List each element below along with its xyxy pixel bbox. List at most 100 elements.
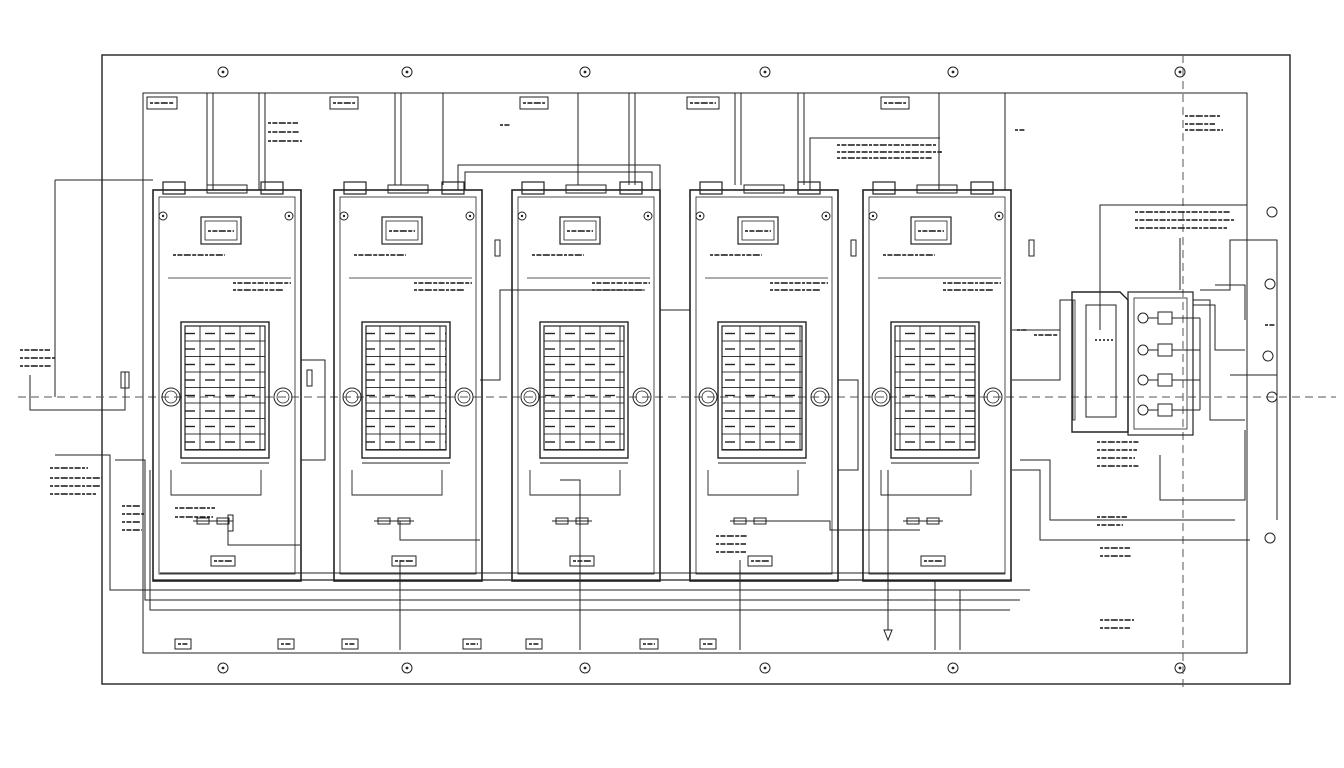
- panel-bottom-label: [391, 555, 417, 567]
- axis-ring-inner: [986, 390, 1000, 404]
- panel-lower-frame: [880, 470, 972, 496]
- panel-lower-frame: [351, 470, 443, 496]
- panel-nameplate-inner: [204, 220, 238, 241]
- grid-ring-dot: [405, 70, 409, 74]
- grid-ring-dot: [763, 666, 767, 670]
- axis-ring-inner: [457, 390, 471, 404]
- grid-ring-dot: [1178, 70, 1182, 74]
- panel-nameplate-inner: [741, 220, 775, 241]
- edge-reference-ring: [1264, 532, 1276, 544]
- panel-bottom-label: [569, 555, 595, 567]
- grid-ring-dot: [221, 666, 225, 670]
- panel-inner-border: [517, 196, 655, 575]
- panel-1: [152, 181, 302, 582]
- panel-bottom-label: [747, 555, 773, 567]
- relay-coil-icon: [1137, 374, 1149, 386]
- relay-panel-inner: [1133, 297, 1188, 430]
- breaker-block-frame: [717, 321, 807, 459]
- panel-enclosure: [152, 189, 302, 582]
- incoming-line: [29, 372, 126, 411]
- axis-ring-inner: [276, 390, 290, 404]
- panel-top-bus: [916, 184, 958, 194]
- component-mark: [494, 239, 501, 257]
- grid-ring-top: [947, 66, 959, 78]
- panel-lower-frame: [529, 470, 621, 496]
- panel-nameplate: [737, 216, 779, 245]
- interpanel-link: [838, 379, 859, 471]
- relay-contact: [1157, 311, 1173, 325]
- enclosure-window: [1085, 304, 1117, 418]
- mount-screw-center: [698, 214, 702, 218]
- crossover-wire: [464, 171, 653, 190]
- breaker-block-frame: [180, 321, 270, 459]
- grid-ring-bottom: [947, 662, 959, 674]
- breaker-grid: [543, 325, 625, 451]
- grid-ring-dot: [1178, 666, 1182, 670]
- relay-panel: [1127, 238, 1278, 520]
- axis-ring-inner: [164, 390, 178, 404]
- panel-enclosure: [333, 189, 483, 582]
- breaker-block-frame: [361, 321, 451, 459]
- panel-lower-frame: [707, 470, 799, 496]
- grid-ring-top: [759, 66, 771, 78]
- panel-bottom-label: [210, 555, 236, 567]
- panel-top-tab: [343, 181, 367, 195]
- grid-ring-dot: [951, 666, 955, 670]
- edge-reference-ring: [1264, 278, 1276, 290]
- panel-top-tab: [162, 181, 186, 195]
- grid-ring-dot: [583, 666, 587, 670]
- panel-nameplate: [559, 216, 601, 245]
- mount-screw-center: [287, 214, 291, 218]
- component-mark: [1028, 239, 1035, 257]
- panel-lower-frame: [170, 470, 262, 496]
- mount-screw-center: [824, 214, 828, 218]
- relay-out: [1200, 239, 1278, 520]
- inner-frame: [142, 92, 1248, 654]
- mount-screw-icon: [868, 211, 878, 221]
- breaker-grid: [365, 325, 447, 451]
- grid-ring-top: [217, 66, 229, 78]
- axis-ring-icon: [871, 387, 891, 407]
- axis-ring-icon: [161, 387, 181, 407]
- axis-ring-icon: [698, 387, 718, 407]
- mount-screw-icon: [643, 211, 653, 221]
- grid-ring-bottom: [759, 662, 771, 674]
- footer-label: [277, 638, 295, 650]
- panel-top-tab: [699, 181, 723, 195]
- lower-run: [1020, 459, 1235, 521]
- incoming-fuse: [120, 371, 130, 389]
- panel-5: [862, 181, 1012, 582]
- interpanel-link: [659, 309, 690, 380]
- enclosure-edge: [1072, 299, 1076, 421]
- panel-bottom-label: [920, 555, 946, 567]
- panel-enclosure: [862, 189, 1012, 582]
- relay-out: [1215, 284, 1246, 320]
- relay-panel-frame: [1127, 291, 1194, 436]
- mount-screw-center: [646, 214, 650, 218]
- relay-out: [1193, 299, 1245, 421]
- axis-ring-icon: [810, 387, 830, 407]
- header-label: [686, 96, 720, 110]
- panel-nameplate-inner: [385, 220, 419, 241]
- breaker-grid: [894, 325, 976, 451]
- panel-top-bus: [743, 184, 785, 194]
- lower-run: [376, 520, 480, 541]
- lower-run: [1012, 469, 1250, 541]
- lower-run: [227, 520, 300, 546]
- panel-inner-border: [695, 196, 833, 575]
- axis-ring-inner: [635, 390, 649, 404]
- grid-ring-bottom: [401, 662, 413, 674]
- header-label: [519, 96, 549, 110]
- panel-top-bus: [565, 184, 607, 194]
- edge-reference-ring: [1262, 350, 1274, 362]
- mount-screw-icon: [339, 211, 349, 221]
- panel-4: [689, 181, 839, 582]
- component-mark: [306, 369, 313, 387]
- panel-inner-border: [339, 196, 477, 575]
- wiring-layer: [29, 93, 1250, 650]
- axis-ring-icon: [983, 387, 1003, 407]
- edge-reference-ring: [1266, 391, 1278, 403]
- interpanel-link: [1012, 299, 1072, 381]
- lower-run: [740, 520, 920, 531]
- grid-ring-dot: [951, 70, 955, 74]
